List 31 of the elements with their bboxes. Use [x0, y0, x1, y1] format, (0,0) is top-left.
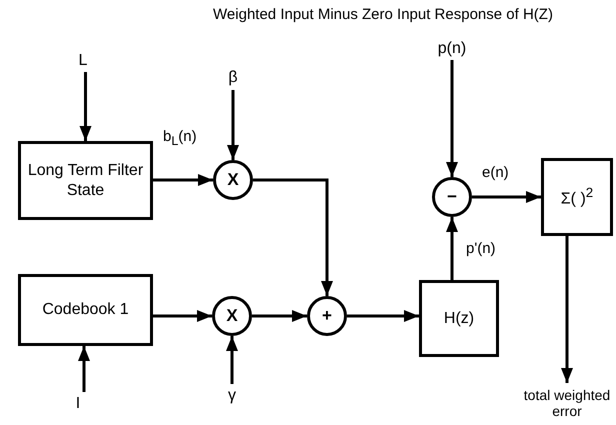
process-box: Long Term Filter State: [18, 141, 153, 220]
process-box: H(z): [419, 280, 499, 357]
arrow: [472, 191, 541, 203]
arrow: [561, 236, 573, 383]
input-label: γ: [221, 384, 243, 408]
arrow: [252, 310, 307, 322]
input-label: β: [222, 66, 244, 90]
arrow: [227, 90, 239, 160]
process-box: Σ( )$^{2}$: [541, 158, 613, 236]
input-label: I: [68, 392, 88, 416]
multiplier-circle: X: [212, 296, 252, 336]
arrow: [80, 72, 92, 141]
output-label: total weighted error: [518, 383, 616, 423]
arrow: [153, 310, 212, 322]
subtractor-circle: −: [432, 177, 472, 217]
diagram-title: Weighted Input Minus Zero Input Response of H(Z): [212, 6, 554, 23]
process-box: Codebook 1: [18, 274, 153, 346]
input-label: L: [73, 50, 93, 72]
arrow: [446, 217, 458, 280]
multiplier-circle: X: [213, 160, 253, 200]
arrow: [226, 336, 238, 384]
edge-label: b$_{L}$(n): [163, 128, 197, 148]
arrow: [446, 60, 458, 177]
edge-label: p'(n): [466, 240, 496, 257]
adder-circle: +: [307, 296, 347, 336]
edge-label: e(n): [482, 164, 509, 181]
input-label: p(n): [430, 38, 474, 60]
arrow: [347, 310, 419, 322]
arrow: [78, 346, 90, 392]
arrow: [253, 178, 333, 296]
arrow: [153, 174, 213, 186]
